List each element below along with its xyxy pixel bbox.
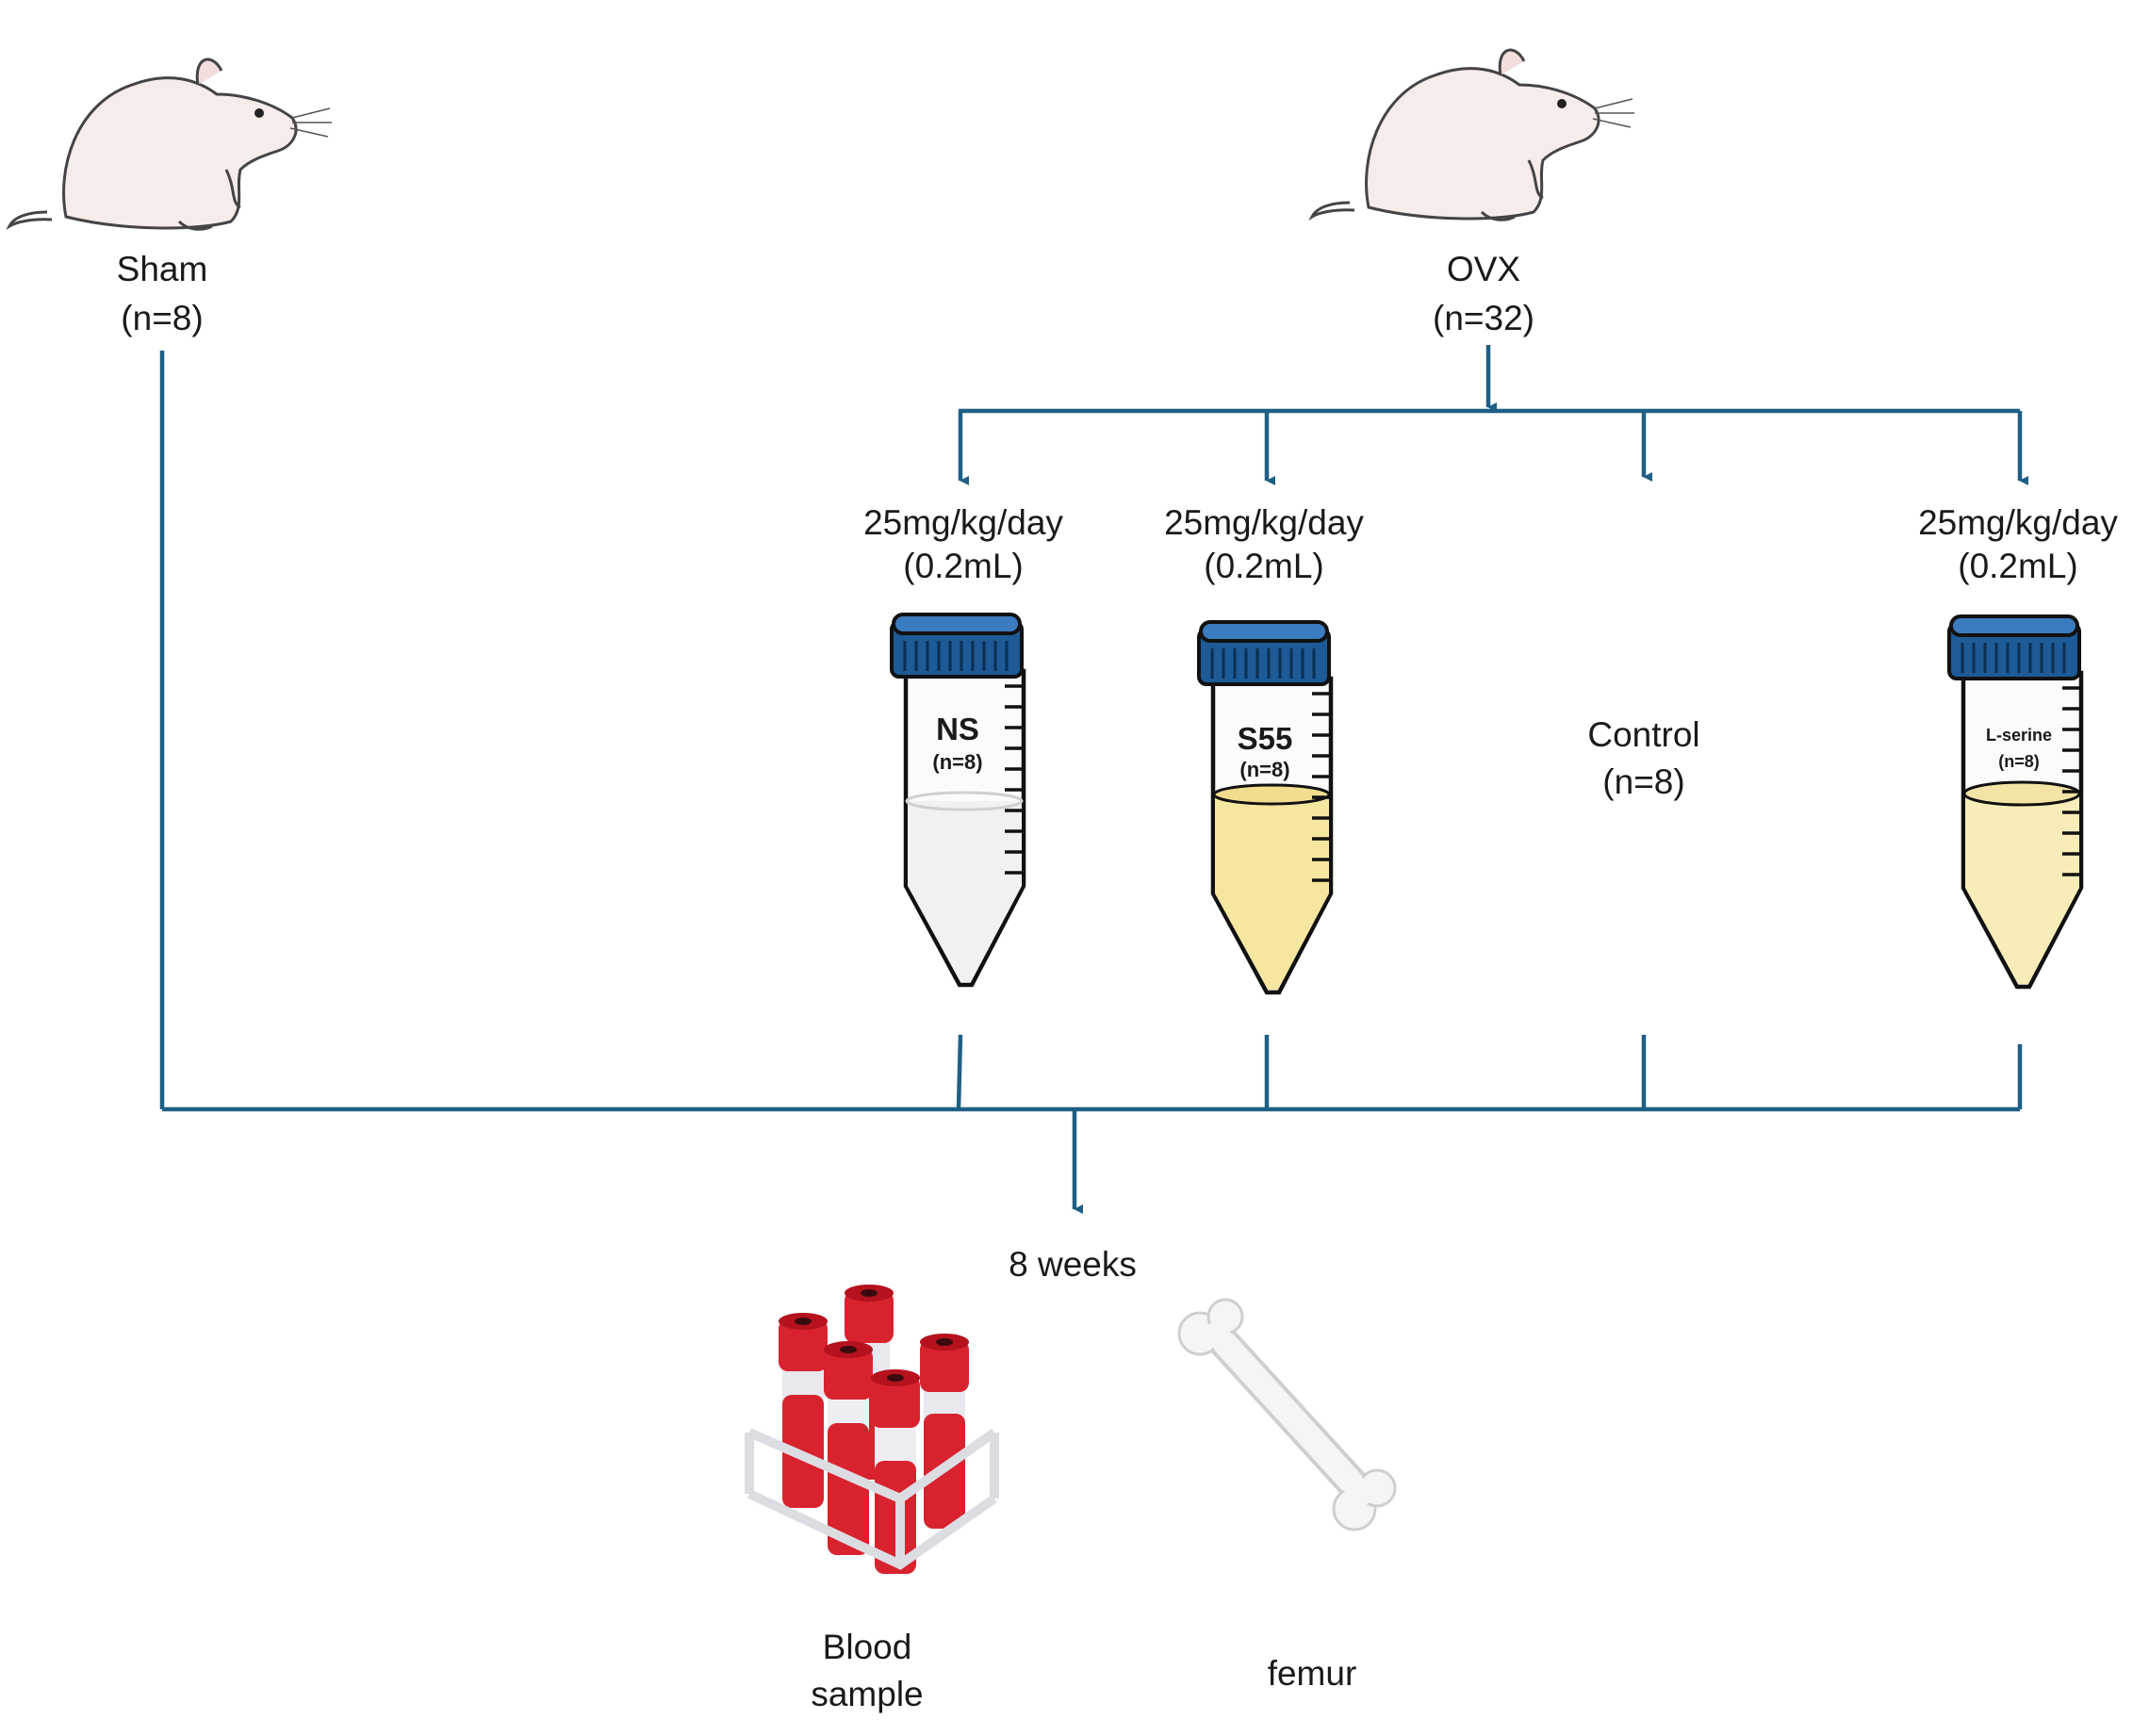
sham-label: Sham xyxy=(117,250,208,288)
ns-collect-line xyxy=(956,1034,963,1110)
duration-label: 8 weeks xyxy=(1009,1245,1137,1284)
ns-tube-name: NS xyxy=(936,712,979,746)
ns-tube-count: (n=8) xyxy=(932,750,982,774)
blood-label-line2: sample xyxy=(811,1675,923,1713)
lserine-tube-name: L-serine xyxy=(1986,726,2052,745)
mouse-icon-sham xyxy=(6,57,332,231)
blood-sample-rack-icon xyxy=(745,1285,999,1574)
lserine-dose: 25mg/kg/day xyxy=(1918,503,2118,542)
s55-tube-name: S55 xyxy=(1238,721,1293,756)
mouse-icon-ovx xyxy=(1308,48,1634,221)
control-label: Control xyxy=(1587,715,1699,754)
ovx-label: OVX xyxy=(1447,250,1520,288)
ns-dose: 25mg/kg/day xyxy=(863,503,1063,542)
femur-label: femur xyxy=(1268,1654,1357,1693)
s55-tube-count: (n=8) xyxy=(1239,758,1289,781)
ovx-count: (n=32) xyxy=(1433,299,1534,337)
s55-volume: (0.2mL) xyxy=(1204,547,1323,585)
lserine-tube-count: (n=8) xyxy=(1998,752,2040,771)
tube-ns: NS (n=8) xyxy=(890,613,1026,988)
sham-count: (n=8) xyxy=(121,299,203,337)
blood-label-line1: Blood xyxy=(823,1628,912,1666)
ns-volume: (0.2mL) xyxy=(903,547,1023,585)
s55-dose: 25mg/kg/day xyxy=(1164,503,1364,542)
flow-lines xyxy=(159,345,2028,1214)
control-count: (n=8) xyxy=(1602,762,1684,801)
tube-s55: S55 (n=8) xyxy=(1197,620,1334,995)
lserine-volume: (0.2mL) xyxy=(1958,547,2077,585)
femur-icon xyxy=(1177,1298,1397,1531)
tube-lserine: L-serine (n=8) xyxy=(1947,614,2084,990)
